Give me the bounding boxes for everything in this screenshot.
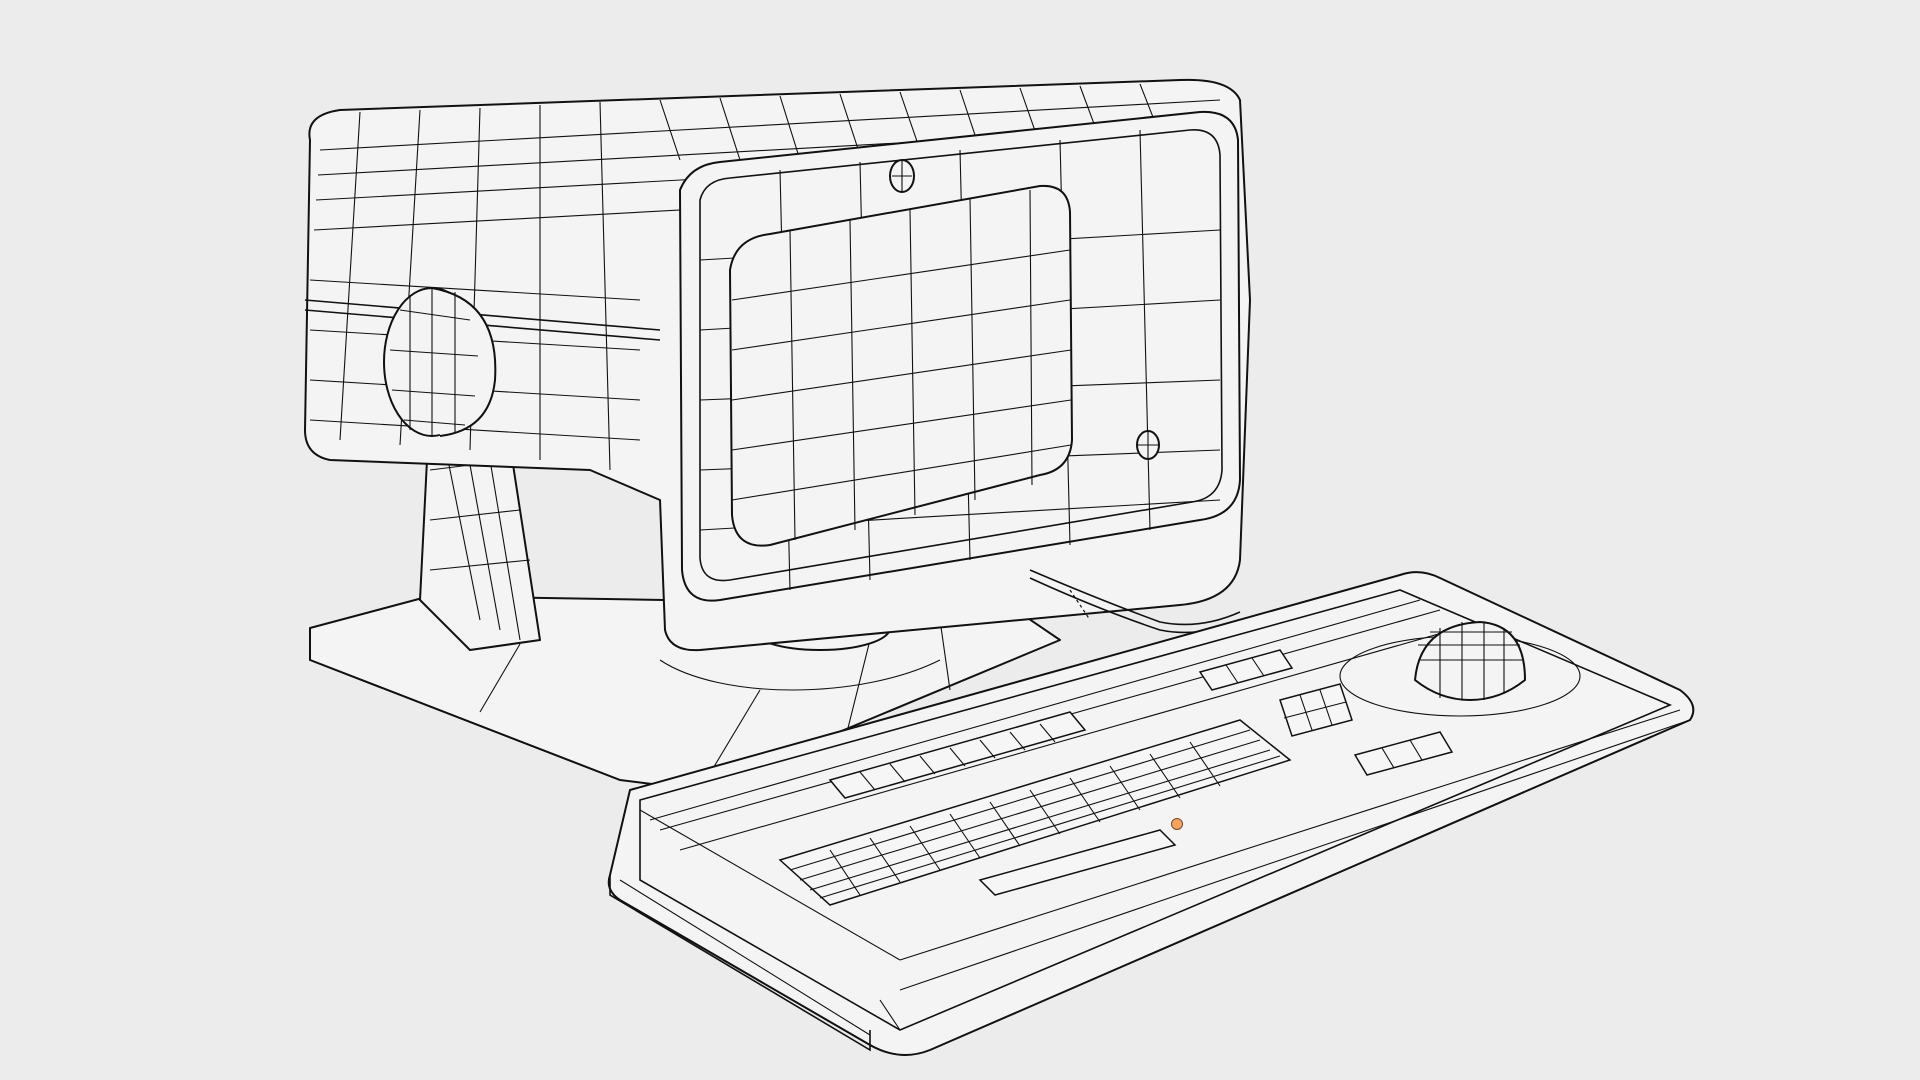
selected-vertex-marker[interactable] bbox=[1171, 818, 1183, 830]
keyboard[interactable] bbox=[607, 571, 1695, 1056]
spacebar bbox=[978, 829, 1177, 896]
monitor-screen[interactable] bbox=[729, 184, 1073, 547]
numpad[interactable] bbox=[1353, 731, 1454, 776]
side-button[interactable] bbox=[1136, 430, 1160, 460]
function-keys[interactable] bbox=[828, 711, 1087, 799]
side-knob[interactable] bbox=[383, 287, 497, 437]
trackball[interactable] bbox=[1339, 621, 1581, 717]
main-keys[interactable] bbox=[778, 719, 1292, 906]
top-button[interactable] bbox=[889, 159, 915, 193]
arrow-keys[interactable] bbox=[1198, 649, 1353, 737]
